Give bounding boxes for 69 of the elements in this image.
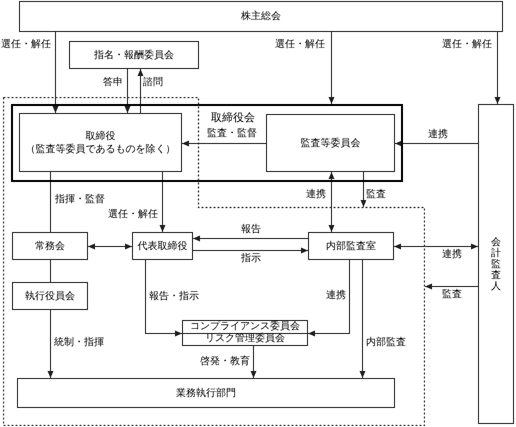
arrow [124, 68, 130, 114]
edge-label: 連携 [326, 290, 346, 302]
arrow [182, 140, 266, 146]
org-box [17, 378, 395, 408]
arrow [250, 346, 256, 378]
edge-label: 選任・解任 [442, 39, 492, 51]
org-box [478, 104, 514, 424]
group-frame [11, 104, 403, 182]
vertical-label: 会計監査人 [491, 236, 501, 292]
box-label: 内部監査室 [326, 240, 376, 252]
box-label: 代表取締役 [138, 240, 188, 252]
box-label: リスク管理委員会 [183, 332, 307, 345]
arrow [160, 172, 166, 232]
committee-box [182, 320, 308, 346]
edge-label: 監査 [366, 189, 386, 201]
edge-label: 監査 [442, 289, 462, 301]
dotted-region [3, 97, 425, 426]
edge-label: 報告・指示 [149, 291, 199, 303]
org-box [19, 113, 182, 172]
connector-line [50, 260, 51, 282]
arrow [360, 260, 366, 378]
box-label: 常務会 [35, 240, 65, 252]
arrow [328, 32, 334, 104]
arrow [88, 244, 132, 250]
edge-label: 選任・解任 [275, 39, 325, 51]
arrow [494, 32, 500, 104]
edge-label: 選任・解任 [1, 39, 51, 51]
connector-line [50, 172, 51, 232]
edge-label: 連携 [306, 189, 326, 201]
edge-label: 連携 [428, 129, 448, 141]
arrow [192, 248, 308, 254]
box-label: 業務執行部門 [176, 386, 236, 400]
edge-label: 諮問 [143, 77, 163, 89]
edge-label: 選任・解任 [108, 209, 158, 221]
arrow [52, 32, 58, 114]
arrow [48, 310, 54, 378]
arrow [424, 284, 478, 290]
org-box [308, 232, 394, 260]
arrow [360, 172, 366, 208]
edge-label: 啓発・教育 [200, 356, 250, 368]
box-label: 監査等委員会 [300, 136, 360, 150]
arrow [138, 68, 144, 114]
edge-label: 連携 [442, 249, 462, 261]
edge-label: 指揮・監督 [55, 194, 105, 206]
box-label: コンプライアンス委員会 [189, 321, 301, 332]
arrow [145, 260, 182, 336]
box-label: 指名・報酬委員会 [94, 48, 174, 62]
arrow [192, 236, 308, 242]
box-label: 執行役員会 [25, 290, 75, 302]
group-heading: 取締役会 [211, 111, 255, 124]
arrow [328, 172, 334, 232]
edge-label: 指示 [241, 253, 261, 265]
org-box [69, 41, 199, 69]
org-box [266, 114, 395, 172]
arrow [394, 140, 478, 146]
box-label: 取締役 [86, 130, 116, 142]
edge-label: 答申 [103, 77, 123, 89]
org-box [12, 282, 88, 310]
box-label: （監査等委員であるものを除く） [26, 142, 176, 156]
arrow [308, 260, 350, 336]
org-box [132, 232, 193, 260]
box-label: 株主総会 [241, 10, 281, 23]
edge-label: 監査・監督 [207, 128, 257, 140]
arrow [394, 244, 478, 250]
org-box [19, 1, 503, 32]
org-box [12, 232, 88, 260]
edge-label: 内部監査 [366, 337, 406, 349]
edge-label: 報告 [241, 224, 261, 236]
edge-label: 統制・指揮 [54, 337, 104, 349]
